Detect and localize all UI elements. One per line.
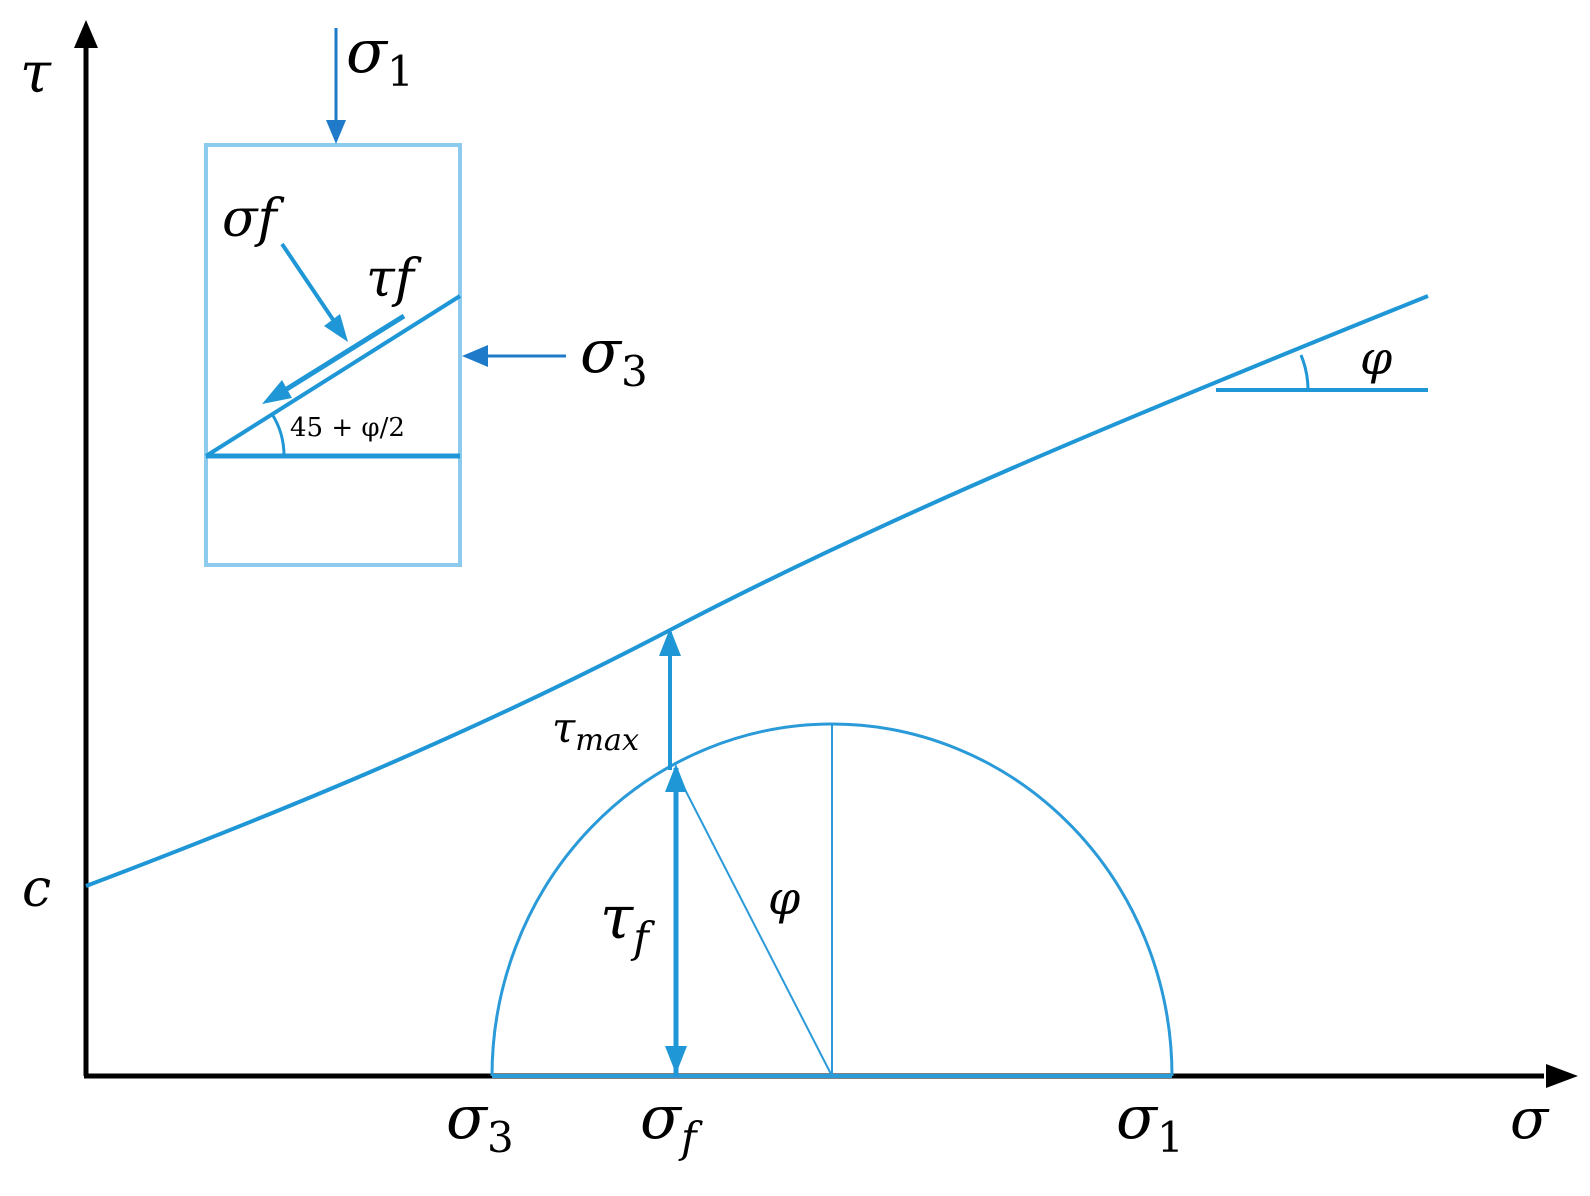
x-axis-label: σ xyxy=(1510,1087,1550,1152)
y-axis-label: τ xyxy=(20,41,52,106)
envelope-angle-arc xyxy=(1299,354,1310,391)
tau-max-arrow-icon xyxy=(659,628,681,656)
failure-envelope xyxy=(85,294,1429,888)
inset-tau-f-arrow xyxy=(280,313,406,395)
inset-sigma3-arrow-icon xyxy=(462,345,488,367)
circle-radius-to-failure-point xyxy=(675,771,833,1077)
inset-soil-element: 45 + φ/2 σ1 σ3 σf τf xyxy=(204,17,648,567)
x-axis-arrow-icon xyxy=(1546,1064,1578,1088)
x-tick-sigma3: σ3 xyxy=(446,1083,514,1162)
circle-phi-label: φ xyxy=(768,871,801,925)
inset-sigma-f-arrow-icon xyxy=(324,314,348,342)
tau-f-label: τf xyxy=(600,883,655,962)
x-tick-sigmaf: σf xyxy=(640,1083,703,1162)
inset-box xyxy=(204,143,462,567)
inset-angle-label: 45 + φ/2 xyxy=(290,413,405,443)
inset-sigma-f-label: σf xyxy=(222,189,284,249)
tau-f-arrow-bottom-icon xyxy=(665,1046,687,1074)
inset-sigma3-label: σ3 xyxy=(580,317,648,396)
inset-tau-f-arrow-icon xyxy=(262,380,292,404)
inset-sigma-f-arrow xyxy=(280,242,338,326)
tau-max-label: τmax xyxy=(552,703,639,758)
inset-sigma1-label: σ1 xyxy=(346,17,414,96)
inset-tau-f-label: τf xyxy=(366,249,422,309)
y-axis-arrow-icon xyxy=(74,20,98,48)
inset-angle-arc xyxy=(270,413,286,457)
x-tick-sigma1: σ1 xyxy=(1116,1083,1184,1162)
envelope-phi-label: φ xyxy=(1360,331,1393,385)
inset-sigma1-arrow-icon xyxy=(326,120,346,144)
inset-failure-plane xyxy=(204,294,462,458)
tau-f-arrow-top-icon xyxy=(665,764,687,792)
cohesion-label: c xyxy=(22,859,51,919)
